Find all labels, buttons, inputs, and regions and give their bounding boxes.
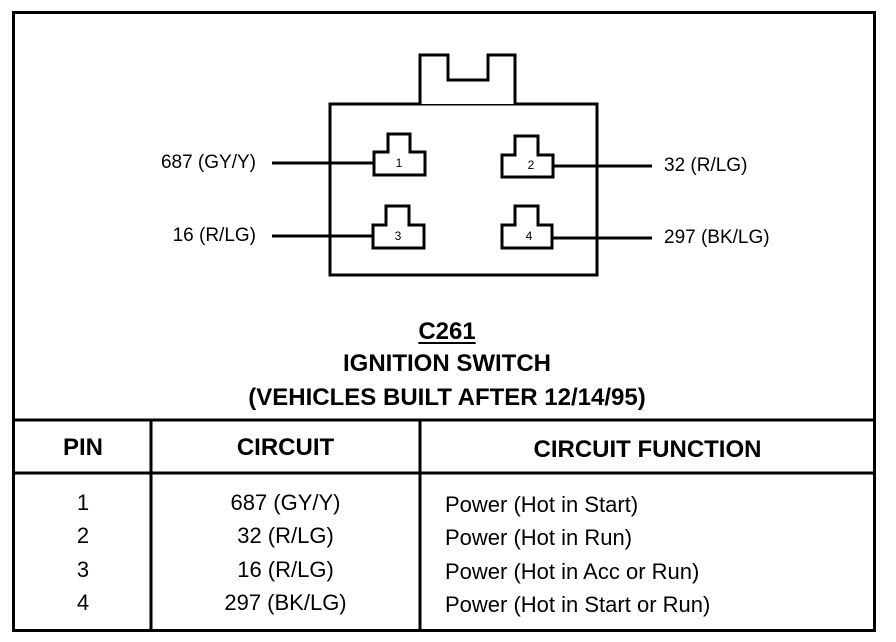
header-circuit-function: CIRCUIT FUNCTION xyxy=(533,436,762,463)
table-cell-circuit-1: 687 (GY/Y) xyxy=(230,490,341,515)
table-cell-function-3: Power (Hot in Acc or Run) xyxy=(445,559,700,584)
diagram-frame xyxy=(12,11,876,632)
table-cell-pin-1: 1 xyxy=(76,490,90,515)
wire-label-pin-3: 16 (R/LG) xyxy=(172,225,256,246)
connector-name: IGNITION SWITCH xyxy=(343,350,551,377)
connector-id-text: C261 xyxy=(418,318,476,345)
connector-housing xyxy=(328,102,599,277)
table-cell-circuit-2: 32 (R/LG) xyxy=(237,523,334,548)
table-cell-circuit-4: 297 (BK/LG) xyxy=(224,590,347,615)
table-cell-function-4: Power (Hot in Start or Run) xyxy=(445,592,711,617)
wire-label-pin-4: 297 (BK/LG) xyxy=(664,227,770,248)
table-cell-pin-2: 2 xyxy=(76,523,90,548)
connector-locking-tab xyxy=(418,53,517,104)
connector-note: (VEHICLES BUILT AFTER 12/14/95) xyxy=(248,384,646,411)
terminal-cavity-1 xyxy=(372,132,427,177)
table-cell-function-1: Power (Hot in Start) xyxy=(445,492,639,517)
header-pin: PIN xyxy=(62,434,103,461)
terminal-cavity-2 xyxy=(500,134,555,179)
cavity-number-1: 1 xyxy=(396,156,403,170)
cavity-number-3: 3 xyxy=(395,229,402,243)
cavity-number-2: 2 xyxy=(528,158,535,172)
cavity-number-4: 4 xyxy=(526,229,533,243)
table-cell-pin-3: 3 xyxy=(76,557,90,582)
table-cell-pin-4: 4 xyxy=(76,590,90,615)
terminal-cavity-3 xyxy=(371,204,426,250)
wire-label-pin-1: 687 (GY/Y) xyxy=(160,152,256,173)
header-circuit: CIRCUIT xyxy=(236,434,335,461)
wire-label-pin-2: 32 (R/LG) xyxy=(664,155,748,176)
table-cell-function-2: Power (Hot in Run) xyxy=(445,525,633,550)
table-cell-circuit-3: 16 (R/LG) xyxy=(237,557,334,582)
terminal-cavity-4 xyxy=(500,204,554,250)
connector-id: C261 xyxy=(15,318,879,346)
